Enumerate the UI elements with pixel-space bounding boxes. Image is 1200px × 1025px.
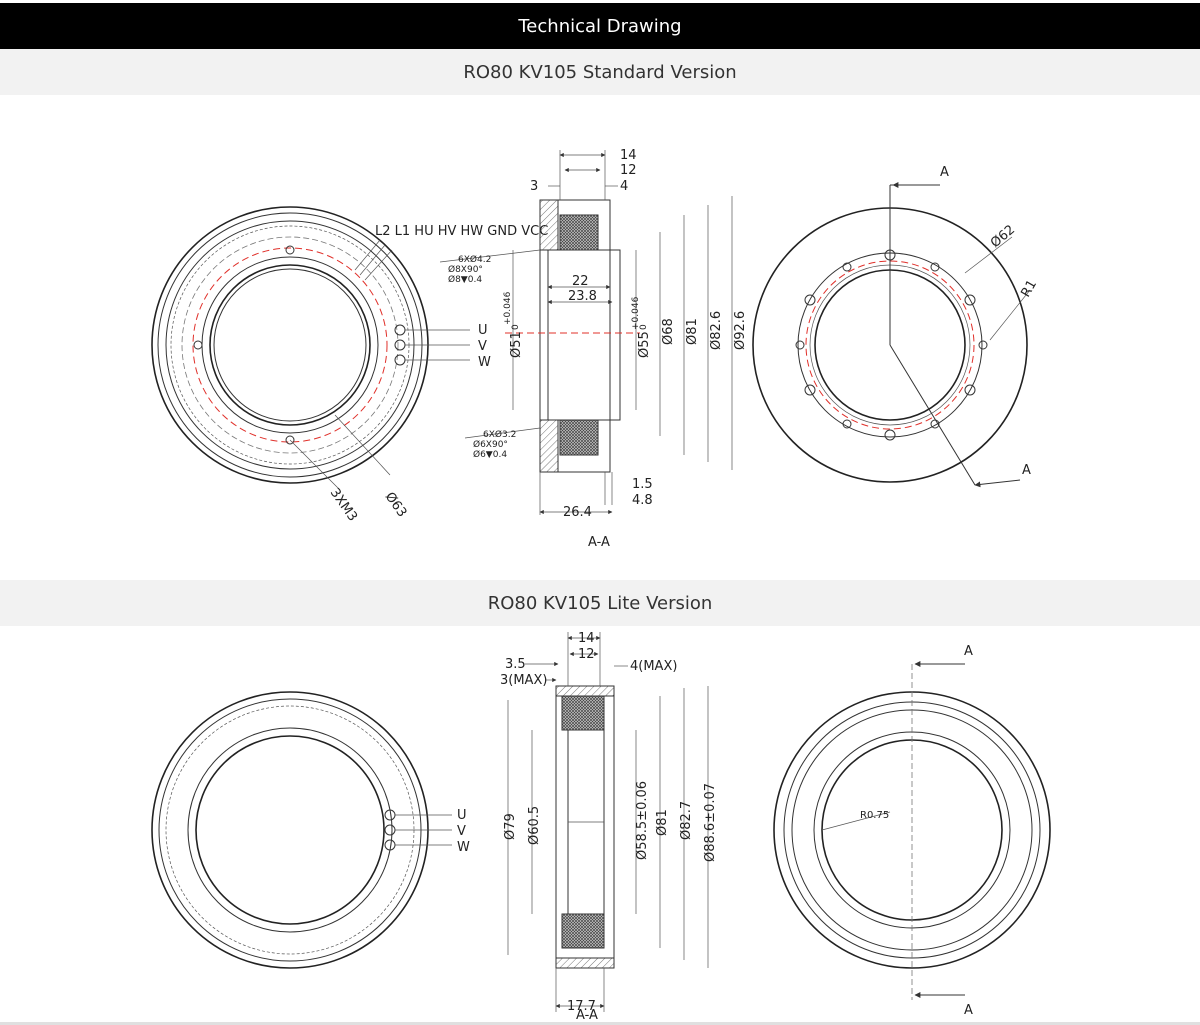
lite-version-title: RO80 KV105 Lite Version [487,592,713,614]
standard-version-drawing: L2 L1 HU HV HW GND VCC U V W Ø63 3XM3 14… [151,148,1040,550]
lite-dim-d60-5: Ø60.5 [527,806,542,845]
lite-section-arrow-bottom: A [964,1003,973,1018]
standard-d63-label: Ø63 [382,490,410,521]
standard-dim-26-4: 26.4 [563,505,592,520]
lite-front-view: U V W [151,691,470,969]
standard-section-label: A-A [588,535,610,550]
lite-dim-14: 14 [578,631,595,646]
standard-version-heading: RO80 KV105 Standard Version [0,49,1200,95]
standard-phase-u: U [478,323,488,338]
lite-version-drawing: U V W 14 12 3.5 3(MAX) 4(MAX) Ø79 Ø60.5 [151,631,1051,1022]
standard-dim-4: 4 [620,179,628,194]
standard-dim-1-5: 1.5 [632,477,653,492]
standard-version-title: RO80 KV105 Standard Version [463,61,737,83]
standard-dim-4-8: 4.8 [632,493,653,508]
lite-phase-w: W [457,840,470,855]
standard-section-arrow-top: A [940,165,949,180]
standard-note-top-2: Ø8X90° [448,264,483,275]
standard-d55-tol-bot: 0 [639,324,649,330]
standard-dim-12: 12 [620,163,637,178]
lite-section-view: 14 12 3.5 3(MAX) 4(MAX) Ø79 Ø60.5 Ø58.5±… [500,631,718,1022]
standard-note-top-3: Ø8▼0.4 [448,274,482,285]
standard-d51-tol-top: +0.046 [503,291,513,325]
standard-dim-23-8: 23.8 [568,289,597,304]
standard-section-arrow-bottom: A [1022,463,1031,478]
lite-dim-r0-75: R0.75 [860,810,889,821]
standard-phase-v: V [478,339,487,354]
lite-section-arrow-top: A [964,644,973,659]
lite-dim-3-5: 3.5 [505,657,526,672]
standard-dim-d55: Ø55 [637,331,652,358]
lite-version-heading: RO80 KV105 Lite Version [0,580,1200,626]
standard-rear-view: A A Ø62 R1 [752,165,1040,488]
lite-dim-d79: Ø79 [503,813,518,840]
standard-dim-d51: Ø51 [509,331,524,358]
standard-note-top-1: 6XØ4.2 [458,254,491,265]
lite-dim-d58-5: Ø58.5±0.06 [635,781,650,860]
standard-d55-tol-top: +0.046 [631,296,641,330]
standard-dim-d82-6: Ø82.6 [709,311,724,350]
standard-dim-22: 22 [572,274,589,289]
lite-dim-d81: Ø81 [655,809,670,836]
standard-d51-tol-bot: 0 [511,324,521,330]
lite-dim-d82-7: Ø82.7 [679,801,694,840]
standard-dim-d81: Ø81 [685,318,700,345]
standard-wire-labels: L2 L1 HU HV HW GND VCC [375,224,548,239]
bottom-divider [0,1022,1200,1025]
lite-section-label: A-A [576,1008,598,1022]
standard-dim-d68: Ø68 [661,318,676,345]
standard-dim-3: 3 [530,179,538,194]
lite-dim-d88-6: Ø88.6±0.07 [703,783,718,862]
standard-note-bot-2: Ø6X90° [473,439,508,450]
lite-dim-17-7: 17.7 [567,999,596,1014]
standard-section-view: 14 12 3 4 22 23.8 Ø51 +0.046 0 Ø55 +0.04… [439,148,748,550]
standard-note-bot-1: 6XØ3.2 [483,429,516,440]
lite-rear-view: A A R0.75 [773,644,1051,1018]
standard-dim-d62: Ø62 [988,222,1018,251]
lite-phase-u: U [457,808,467,823]
lite-dim-3max: 3(MAX) [500,673,547,688]
standard-dim-d92-6: Ø92.6 [733,311,748,350]
page-header: Technical Drawing [0,3,1200,49]
page-title: Technical Drawing [518,15,682,37]
standard-front-view: L2 L1 HU HV HW GND VCC U V W Ø63 3XM3 [151,206,548,525]
standard-note-bot-3: Ø6▼0.4 [473,449,507,460]
standard-phase-w: W [478,355,491,370]
lite-phase-v: V [457,824,466,839]
lite-dim-12: 12 [578,647,595,662]
standard-dim-r1: R1 [1018,278,1040,300]
standard-dim-14: 14 [620,148,637,163]
standard-thread-label: 3XM3 [327,486,360,525]
lite-dim-4max: 4(MAX) [630,659,677,674]
